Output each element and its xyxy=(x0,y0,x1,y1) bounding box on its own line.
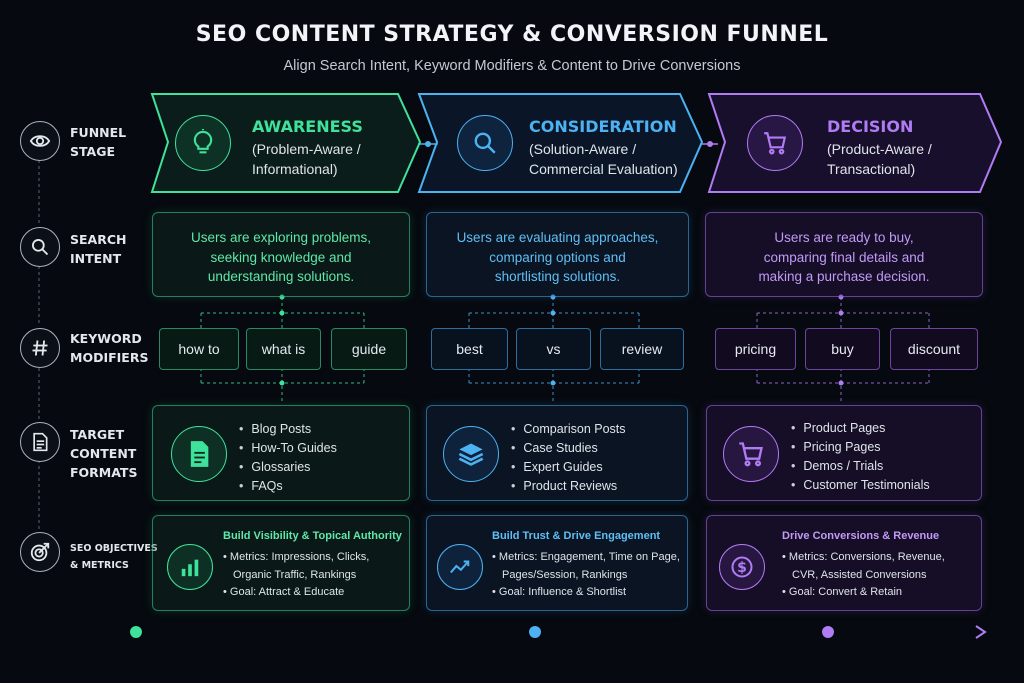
objectives-box-consideration: Build Trust & Drive Engagement • Metrics… xyxy=(426,515,688,611)
page-subtitle: Align Search Intent, Keyword Modifiers &… xyxy=(283,58,741,74)
keyword-chip: buy xyxy=(805,328,880,370)
keyword-chip: guide xyxy=(331,328,407,370)
timeline-node-awareness xyxy=(130,626,142,638)
objective-list: • Metrics: Conversions, Revenue, CVR, As… xyxy=(782,549,945,602)
keyword-chip: pricing xyxy=(715,328,796,370)
cart-icon xyxy=(723,426,779,482)
document-icon xyxy=(171,426,227,482)
keyword-chip: review xyxy=(600,328,684,370)
keyword-chip: vs xyxy=(516,328,591,370)
keyword-chip: what is xyxy=(246,328,321,370)
row-label-seo-objectives: SEO OBJECTIVES& METRICS xyxy=(70,543,158,571)
search-icon xyxy=(457,115,513,171)
formats-list: Blog Posts How-To Guides Glossaries FAQs xyxy=(239,420,337,496)
list-item: Pricing Pages xyxy=(791,438,930,457)
list-item: Pages/Session, Rankings xyxy=(502,568,628,581)
keyword-chip: best xyxy=(431,328,508,370)
list-item: • Metrics: Engagement, Time on Page, xyxy=(492,551,680,563)
layers-icon xyxy=(443,426,499,482)
dollar-icon: $ xyxy=(719,544,765,590)
list-item: • Metrics: Conversions, Revenue, xyxy=(782,551,945,563)
objective-list: • Metrics: Impressions, Clicks, Organic … xyxy=(223,549,369,602)
list-item: Expert Guides xyxy=(511,458,626,477)
list-item: • Goal: Influence & Shortlist xyxy=(492,586,627,598)
timeline-node-decision xyxy=(822,626,834,638)
list-item: Customer Testimonials xyxy=(791,476,929,495)
objective-list: • Metrics: Engagement, Time on Page, Pag… xyxy=(492,549,680,602)
list-item: How-To Guides xyxy=(239,439,336,458)
objective-title: Build Visibility & Topical Authority xyxy=(223,530,402,542)
trend-line-icon xyxy=(437,544,483,590)
stage-subtitle-consideration: (Solution-Aware /Commercial Evaluation) xyxy=(529,141,678,177)
formats-box-decision: Product Pages Pricing Pages Demos / Tria… xyxy=(706,405,982,501)
keyword-chip: how to xyxy=(159,328,239,370)
list-item: Organic Traffic, Rankings xyxy=(233,568,357,581)
objective-title: Build Trust & Drive Engagement xyxy=(492,530,661,542)
stage-title-awareness: AWARENESS xyxy=(252,117,363,136)
svg-text:$: $ xyxy=(737,560,747,576)
objective-title: Drive Conversions & Revenue xyxy=(782,530,940,542)
target-icon xyxy=(20,532,60,572)
list-item: Demos / Trials xyxy=(791,457,930,476)
hashtag-icon xyxy=(20,328,60,368)
stage-subtitle-decision: (Product-Aware /Transactional) xyxy=(827,141,932,177)
document-icon xyxy=(20,422,60,462)
keyword-chip: discount xyxy=(890,328,978,370)
eye-icon xyxy=(20,121,60,161)
intent-box-consideration: Users are evaluating approaches,comparin… xyxy=(426,212,689,297)
formats-list: Comparison Posts Case Studies Expert Gui… xyxy=(511,420,626,496)
timeline-node-consideration xyxy=(529,626,541,638)
stage-subtitle-awareness: (Problem-Aware /Informational) xyxy=(252,141,361,177)
list-item: Case Studies xyxy=(511,439,626,458)
lightbulb-icon xyxy=(175,115,231,171)
objectives-box-decision: $ Drive Conversions & Revenue • Metrics:… xyxy=(706,515,982,611)
formats-box-awareness: Blog Posts How-To Guides Glossaries FAQs xyxy=(152,405,410,501)
objectives-box-awareness: Build Visibility & Topical Authority • M… xyxy=(152,515,410,611)
list-item: • Metrics: Impressions, Clicks, xyxy=(223,551,370,563)
formats-box-consideration: Comparison Posts Case Studies Expert Gui… xyxy=(426,405,688,501)
list-item: Comparison Posts xyxy=(511,420,625,439)
cart-icon xyxy=(747,115,803,171)
list-item: Glossaries xyxy=(239,458,337,477)
bar-chart-icon xyxy=(167,544,213,590)
search-icon xyxy=(20,227,60,267)
list-item: • Goal: Convert & Retain xyxy=(782,586,903,598)
list-item: • Goal: Attract & Educate xyxy=(223,586,345,598)
list-item: Blog Posts xyxy=(239,420,337,439)
list-item: Product Reviews xyxy=(511,477,626,496)
intent-box-awareness: Users are exploring problems,seeking kno… xyxy=(152,212,410,297)
intent-box-decision: Users are ready to buy,comparing final d… xyxy=(705,212,983,297)
stage-title-consideration: CONSIDERATION xyxy=(529,117,677,136)
page-title: SEO CONTENT STRATEGY & CONVERSION FUNNEL xyxy=(195,22,829,47)
formats-list: Product Pages Pricing Pages Demos / Tria… xyxy=(791,419,930,495)
list-item: FAQs xyxy=(239,477,337,496)
stage-title-decision: DECISION xyxy=(827,117,914,136)
chevron-awareness xyxy=(150,93,422,193)
list-item: Product Pages xyxy=(791,419,930,438)
list-item: CVR, Assisted Conversions xyxy=(792,568,927,581)
